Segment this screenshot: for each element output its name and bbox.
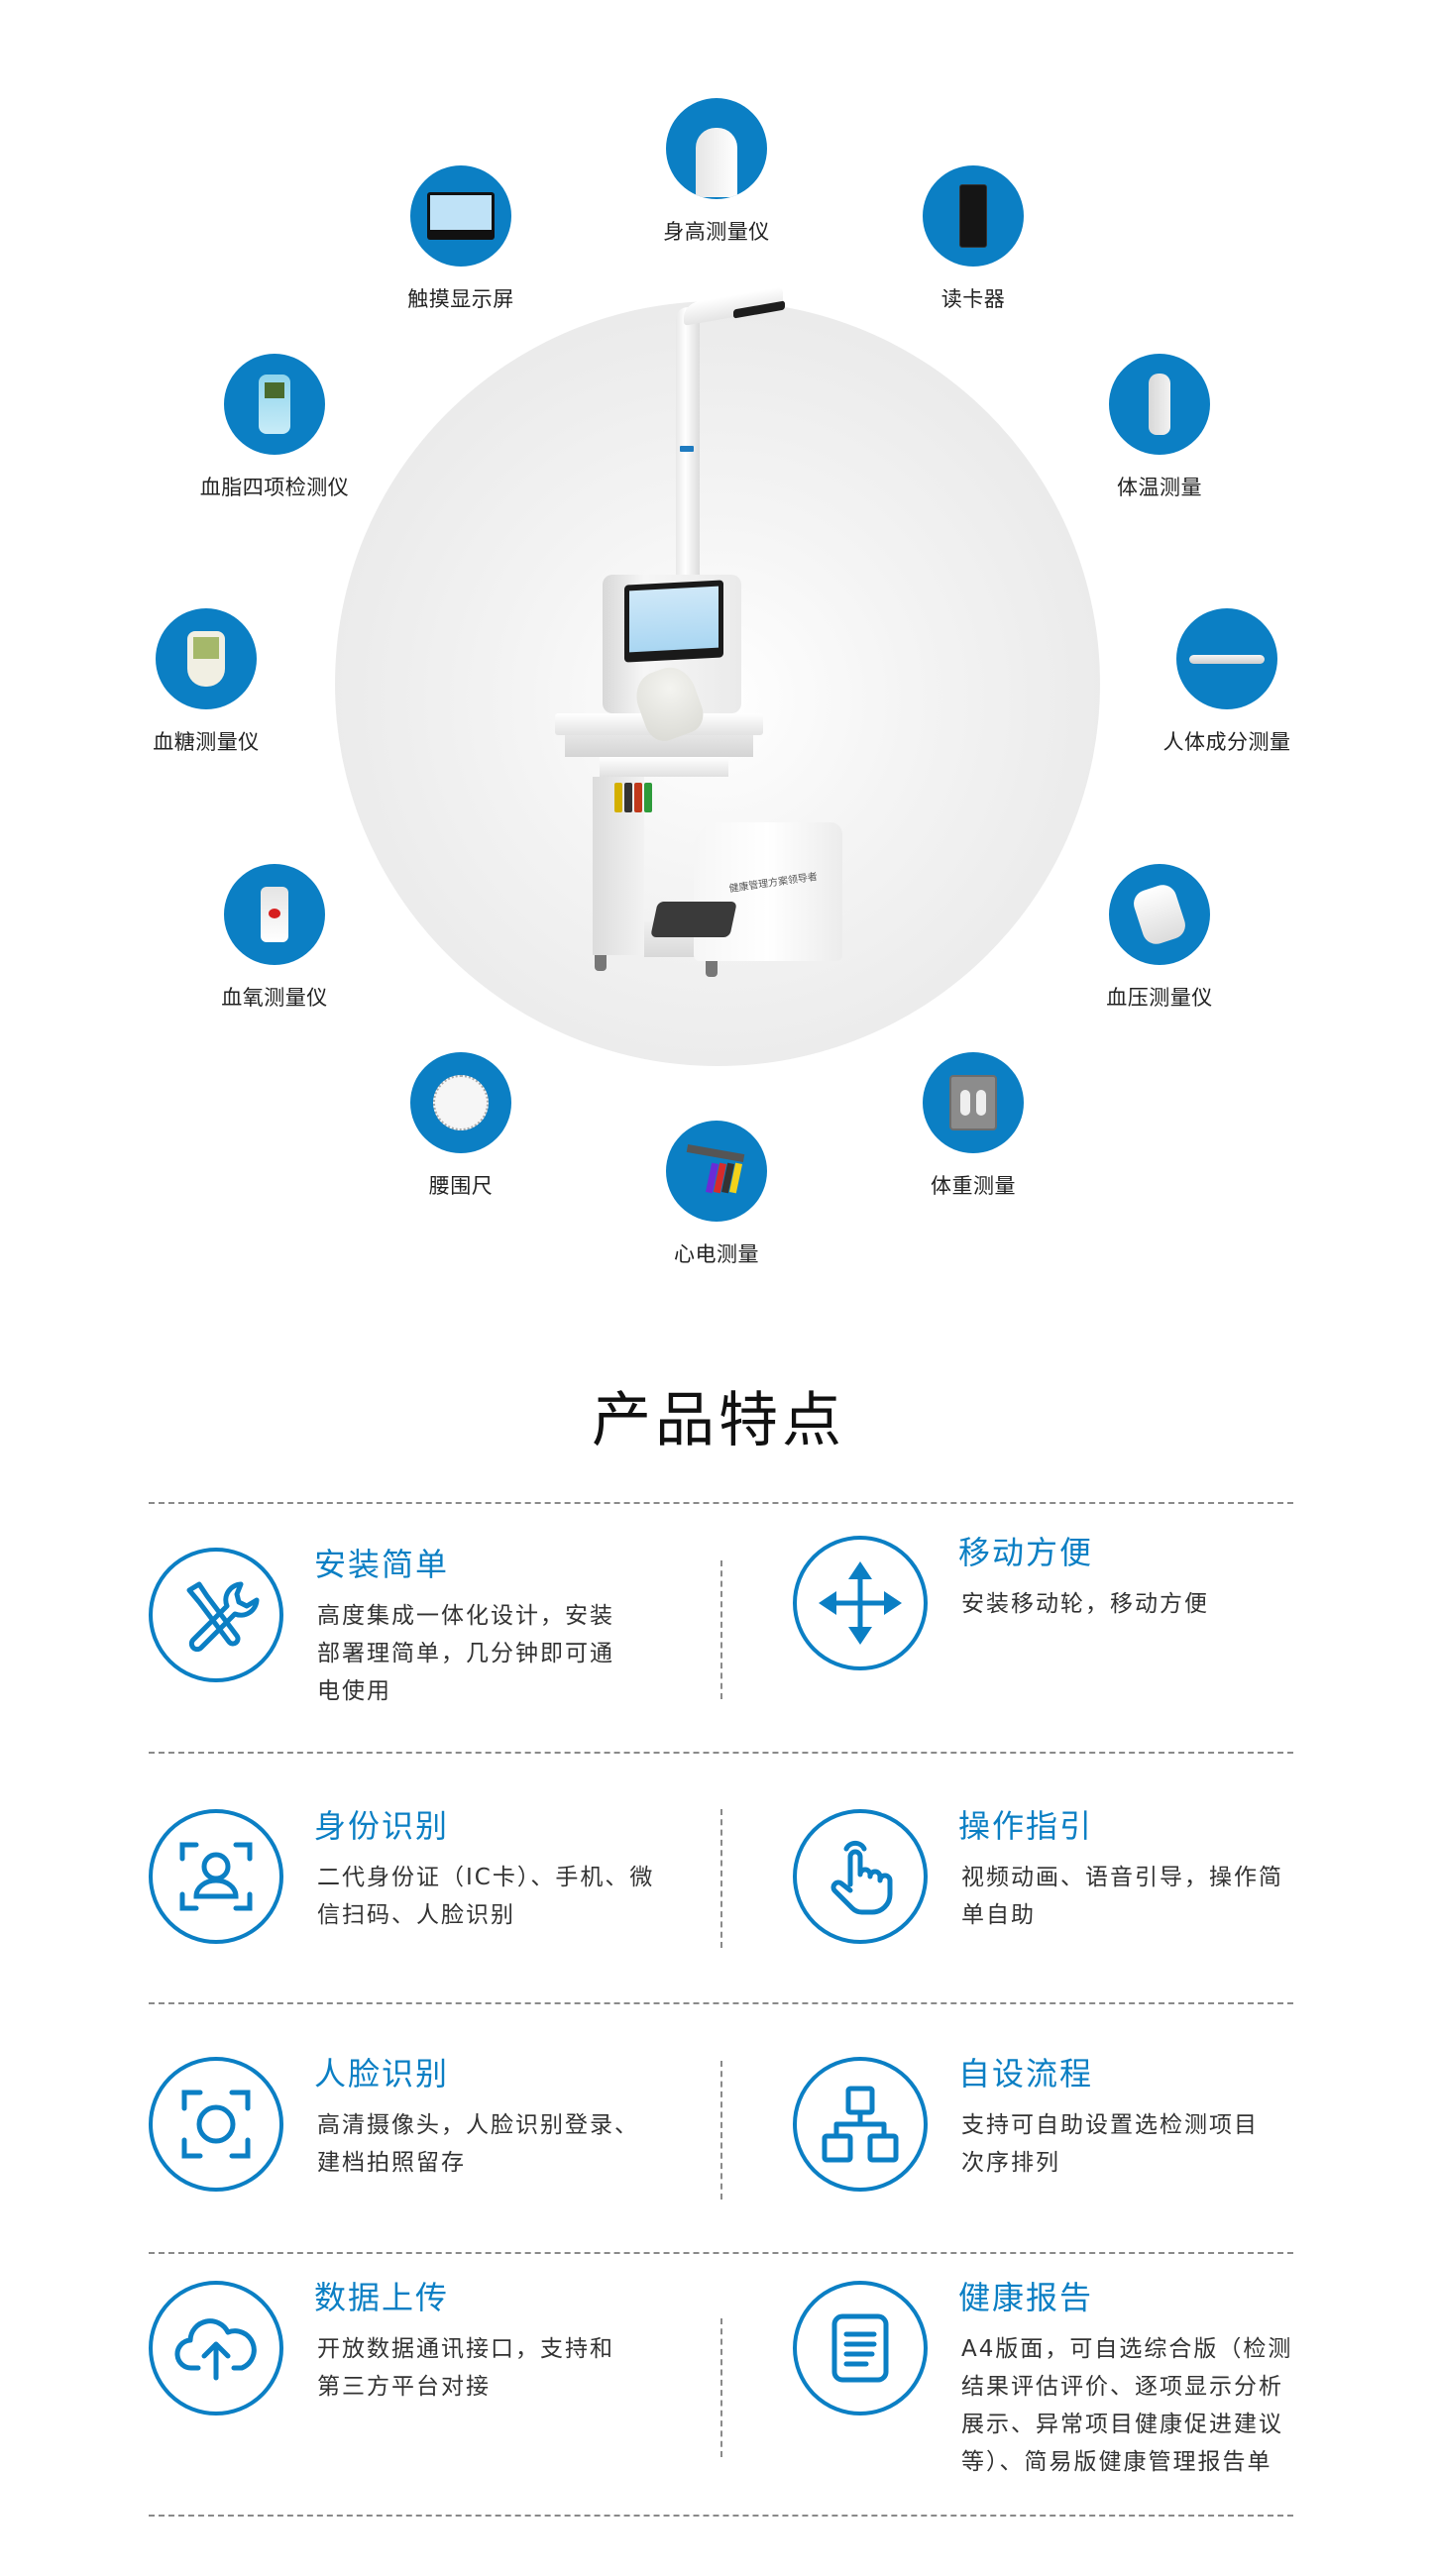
divider-line xyxy=(149,2252,1293,2254)
description-line: 视频动画、语音引导，操作简 xyxy=(961,1865,1283,1890)
ecg-lead-black xyxy=(624,783,632,812)
feature-description: 二代身份证（IC卡）、手机、微 信扫码、人脸识别 xyxy=(317,1859,674,1934)
feature-description: 支持可自助设置选检测项目 次序排列 xyxy=(961,2106,1318,2182)
divider-line xyxy=(149,2002,1293,2004)
face-scan-icon xyxy=(149,2057,283,2192)
foot-left xyxy=(595,955,607,971)
description-line: A4版面，可自选综合版（检测 xyxy=(961,2336,1293,2362)
thermometer-icon xyxy=(1109,354,1210,455)
peripheral-label: 身高测量仪 xyxy=(663,220,770,244)
description-line: 电使用 xyxy=(317,1678,391,1704)
report-document-icon xyxy=(793,2281,928,2415)
divider-line xyxy=(149,1752,1293,1754)
feature-title: 操作指引 xyxy=(958,1807,1094,1845)
column-divider xyxy=(720,1809,722,1948)
card-reader-icon xyxy=(923,165,1024,267)
description-line: 部署理简单，几分钟即可通 xyxy=(317,1641,614,1666)
feature-description: 视频动画、语音引导，操作简 单自助 xyxy=(961,1859,1318,1934)
description-line: 支持可自助设置选检测项目 xyxy=(961,2112,1259,2138)
peripheral-label: 心电测量 xyxy=(674,1242,759,1266)
peripheral-label: 腰围尺 xyxy=(428,1174,494,1198)
feature-description: 安装移动轮，移动方便 xyxy=(961,1585,1318,1623)
peripheral-label: 读卡器 xyxy=(940,287,1006,311)
description-line: 高度集成一体化设计，安装 xyxy=(317,1603,614,1629)
divider-line xyxy=(149,2515,1293,2517)
peripheral-label: 人体成分测量 xyxy=(1162,730,1291,754)
body-composition-handle-icon xyxy=(1176,608,1277,709)
peripheral-label: 血压测量仪 xyxy=(1106,986,1213,1010)
blood-pressure-cuff-icon xyxy=(1109,864,1210,965)
move-arrows-icon xyxy=(793,1536,928,1670)
desk-front xyxy=(565,735,753,757)
description-line: 开放数据通讯接口，支持和 xyxy=(317,2336,614,2362)
feature-description: 开放数据通讯接口，支持和 第三方平台对接 xyxy=(317,2330,674,2406)
feature-title: 健康报告 xyxy=(958,2279,1094,2316)
touch-screen-icon xyxy=(410,165,511,267)
column-divider xyxy=(720,1560,722,1699)
section-title-features: 产品特点 xyxy=(592,1386,845,1455)
ecg-lead-yellow xyxy=(614,783,622,812)
touch-screen-display xyxy=(629,586,718,653)
peripheral-label: 体重测量 xyxy=(931,1174,1016,1198)
description-line: 信扫码、人脸识别 xyxy=(317,1902,515,1928)
description-line: 二代身份证（IC卡）、手机、微 xyxy=(317,1865,655,1890)
cloud-upload-icon xyxy=(149,2281,283,2415)
description-line: 安装移动轮，移动方便 xyxy=(961,1591,1209,1617)
peripheral-label: 血糖测量仪 xyxy=(153,730,260,754)
feature-description: A4版面，可自选综合版（检测 结果评估评价、逐项显示分析 展示、异常项目健康促进… xyxy=(961,2330,1318,2481)
column-divider xyxy=(720,2318,722,2457)
peripheral-label: 体温测量 xyxy=(1117,476,1202,499)
ecg-lead-red xyxy=(634,783,642,812)
brand-logo-mark xyxy=(680,446,694,452)
weight-scale-icon xyxy=(923,1052,1024,1153)
description-line: 展示、异常项目健康促进建议 xyxy=(961,2412,1283,2437)
feature-title: 安装简单 xyxy=(314,1546,450,1583)
foot-right xyxy=(706,961,718,977)
flowchart-icon xyxy=(793,2057,928,2192)
peripheral-label: 触摸显示屏 xyxy=(407,287,514,311)
column-divider xyxy=(720,2061,722,2200)
description-line: 建档拍照留存 xyxy=(317,2150,466,2176)
hand-tap-icon xyxy=(793,1809,928,1944)
description-line: 第三方平台对接 xyxy=(317,2374,491,2400)
description-line: 等）、简易版健康管理报告单 xyxy=(961,2449,1272,2475)
description-line: 次序排列 xyxy=(961,2150,1060,2176)
description-line: 结果评估评价、逐项显示分析 xyxy=(961,2374,1283,2400)
pulse-oximeter-icon xyxy=(224,864,325,965)
description-line: 单自助 xyxy=(961,1902,1036,1928)
feature-title: 移动方便 xyxy=(958,1534,1094,1571)
feature-title: 人脸识别 xyxy=(314,2055,450,2093)
ecg-leads-icon xyxy=(666,1121,767,1222)
tools-icon xyxy=(149,1548,283,1682)
feature-title: 数据上传 xyxy=(314,2279,450,2316)
divider-line xyxy=(149,1502,1293,1504)
health-kiosk-device: 健康管理方案领导者 xyxy=(555,286,892,1011)
feature-title: 自设流程 xyxy=(958,2055,1094,2093)
blood-lipid-meter-icon xyxy=(224,354,325,455)
feature-title: 身份识别 xyxy=(314,1807,450,1845)
feature-description: 高度集成一体化设计，安装 部署理简单，几分钟即可通 电使用 xyxy=(317,1597,674,1710)
user-scan-icon xyxy=(149,1809,283,1944)
glucose-meter-icon xyxy=(156,608,257,709)
foot-pad xyxy=(650,902,737,937)
scale-housing xyxy=(694,822,842,961)
description-line: 高清摄像头，人脸识别登录、 xyxy=(317,2112,639,2138)
ecg-lead-green xyxy=(644,783,652,812)
tape-measure-icon xyxy=(410,1052,511,1153)
peripheral-label: 血氧测量仪 xyxy=(221,986,328,1010)
feature-description: 高清摄像头，人脸识别登录、 建档拍照留存 xyxy=(317,2106,674,2182)
height-sensor-icon xyxy=(666,98,767,199)
peripheral-label: 血脂四项检测仪 xyxy=(199,476,350,499)
lower-shelf xyxy=(600,757,728,777)
